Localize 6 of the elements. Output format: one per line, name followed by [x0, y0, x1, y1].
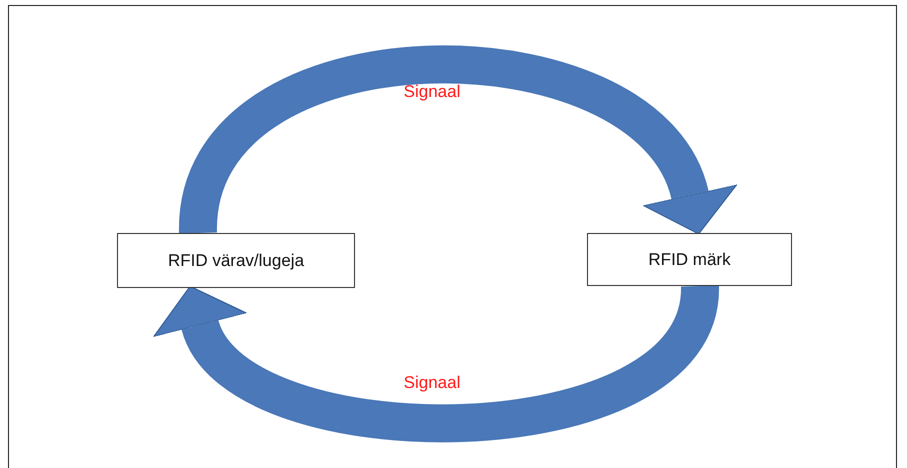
- edge-label: Signaal: [404, 82, 460, 102]
- curved-arrow: [179, 46, 734, 236]
- box-label: RFID värav/lugeja: [168, 250, 304, 270]
- box-label: RFID märk: [648, 250, 731, 270]
- process-box: [587, 233, 792, 286]
- process-box: [117, 233, 355, 288]
